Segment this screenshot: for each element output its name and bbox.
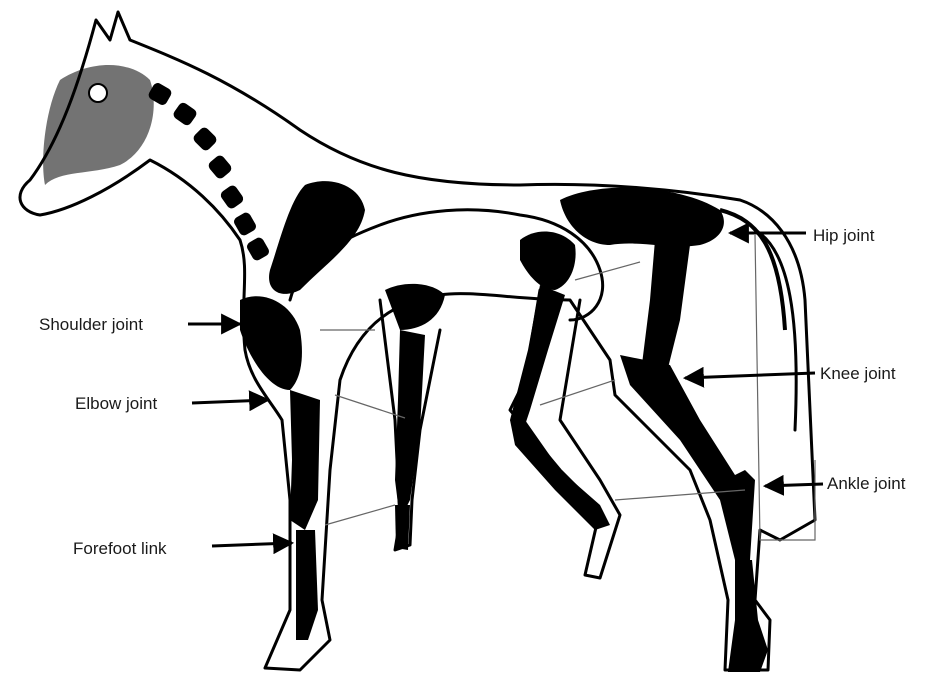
forefoot-link-label: Forefoot link [73, 539, 167, 559]
rear-femur-bone [640, 240, 690, 380]
ankle-joint-label: Ankle joint [827, 474, 905, 494]
mid-femur-bone [520, 232, 576, 290]
elbow-joint-arrow [192, 400, 268, 403]
ankle-joint-arrow [765, 484, 823, 486]
tail-bone [720, 210, 785, 330]
forefoot-link-arrow [212, 543, 292, 546]
pelvis-bone [560, 188, 724, 247]
second-forefoot [395, 505, 410, 550]
hip-joint-label: Hip joint [813, 226, 874, 246]
tail-outline [755, 230, 796, 430]
rear-tibia-bone [620, 355, 755, 560]
skull-region [43, 65, 154, 185]
scapula-bone [269, 181, 365, 294]
rear-hoof [728, 560, 768, 672]
humerus-bone [240, 296, 302, 390]
neck-vertebrae [147, 81, 271, 262]
front-cannon-bone [296, 530, 318, 640]
knee-joint-label: Knee joint [820, 364, 896, 384]
elbow-joint-label: Elbow joint [75, 394, 157, 414]
second-foreleg-upper [385, 284, 445, 330]
front-radius-bone [290, 390, 320, 530]
shoulder-joint-label: Shoulder joint [39, 315, 143, 335]
mid-hind-tibia [510, 285, 565, 440]
